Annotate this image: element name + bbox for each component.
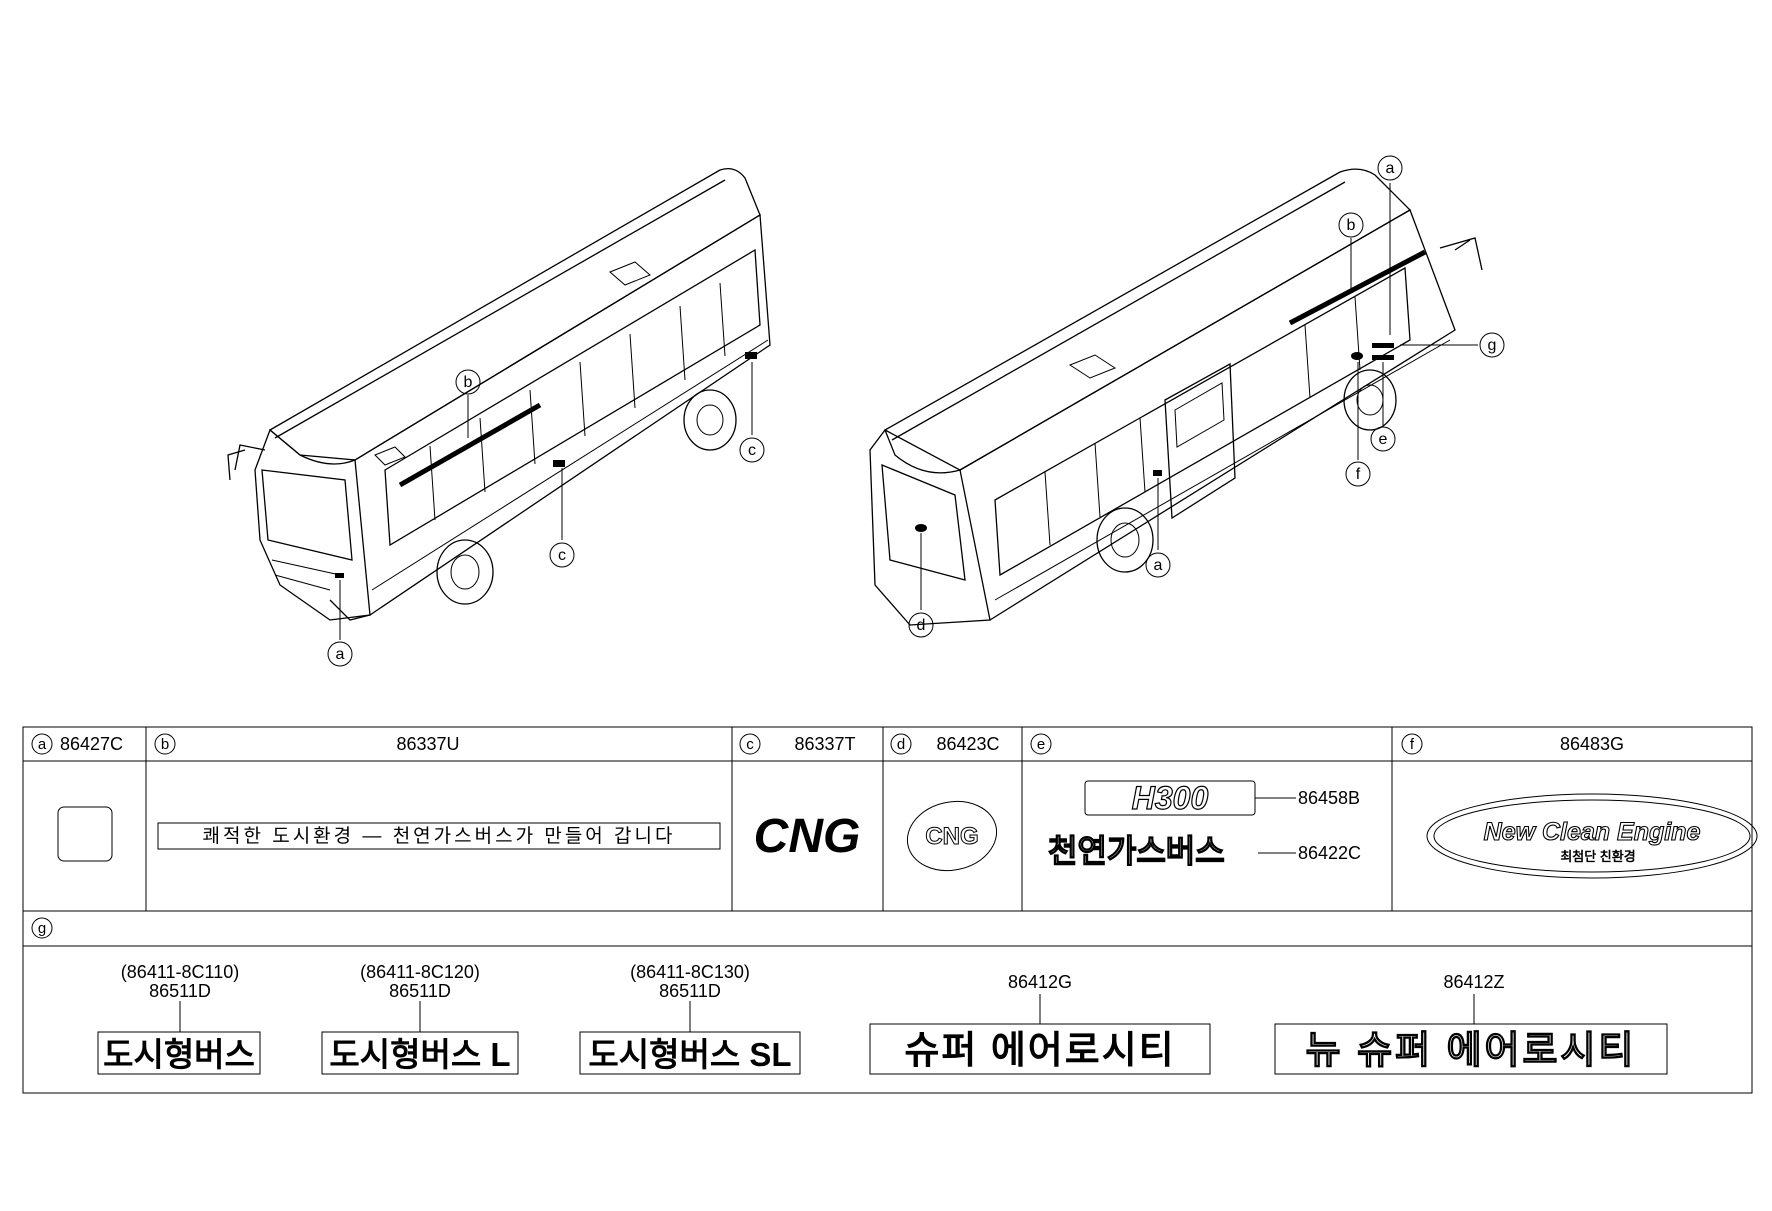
svg-text:a: a: [38, 736, 47, 753]
callout-g-rear: g: [1479, 332, 1505, 358]
svg-text:H300: H300: [1132, 780, 1209, 816]
svg-text:b: b: [464, 374, 473, 391]
svg-text:뉴 슈퍼 에어로시티: 뉴 슈퍼 에어로시티: [1306, 1030, 1637, 1072]
part-g-item-1: (86411-8C110) 86511D 도시형버스: [97, 962, 261, 1075]
svg-text:g: g: [1488, 337, 1497, 354]
svg-text:New Clean Engine: New Clean Engine: [1484, 818, 1701, 846]
callout-e-rear: e: [1370, 426, 1396, 452]
svg-text:최첨단 친환경: 최첨단 친환경: [1560, 849, 1635, 864]
svg-text:c: c: [558, 547, 566, 564]
part-g-item-4: 86412G 슈퍼 에어로시티: [869, 972, 1211, 1075]
svg-text:86427C: 86427C: [60, 734, 123, 754]
svg-text:d: d: [917, 617, 926, 634]
callout-b-front: b: [455, 369, 481, 395]
svg-text:86458B: 86458B: [1298, 788, 1360, 808]
svg-text:(86411-8C110): (86411-8C110): [121, 962, 239, 982]
svg-text:g: g: [38, 920, 46, 937]
part-d-cng-emblem: CNG: [906, 800, 998, 872]
svg-text:f: f: [1410, 736, 1415, 753]
front-bus-illustration: [227, 167, 771, 640]
svg-text:d: d: [897, 736, 905, 753]
part-g-item-2: (86411-8C120) 86511D 도시형버스 L: [321, 962, 519, 1075]
callout-d-rear: d: [908, 612, 934, 638]
svg-text:CNG: CNG: [925, 823, 978, 850]
svg-text:e: e: [1037, 736, 1045, 753]
svg-text:a: a: [1386, 160, 1395, 177]
svg-text:b: b: [161, 736, 169, 753]
svg-text:c: c: [748, 442, 756, 459]
callout-a-rear-top: a: [1377, 155, 1403, 181]
svg-text:쾌적한 도시환경 — 천연가스버스가 만들어 갑니다: 쾌적한 도시환경 — 천연가스버스가 만들어 갑니다: [203, 825, 676, 847]
svg-text:슈퍼 에어로시티: 슈퍼 에어로시티: [904, 1030, 1175, 1072]
svg-text:e: e: [1379, 431, 1388, 448]
svg-text:도시형버스 SL: 도시형버스 SL: [588, 1036, 791, 1073]
legend-header-a: a 86427C: [31, 733, 123, 755]
svg-text:(86411-8C130): (86411-8C130): [630, 962, 750, 982]
part-a-square-decal: [57, 806, 113, 862]
legend-header-f: f 86483G: [1401, 733, 1624, 755]
svg-text:86412Z: 86412Z: [1443, 972, 1504, 992]
legend-table: [22, 726, 1753, 1094]
svg-text:86511D: 86511D: [389, 981, 451, 1001]
part-e-h300-badge: H300 86458B: [1084, 779, 1360, 817]
legend-header-g: g: [31, 917, 53, 939]
svg-text:86511D: 86511D: [659, 981, 721, 1001]
svg-text:(86411-8C120): (86411-8C120): [360, 962, 480, 982]
part-c-cng-decal: CNG: [754, 810, 861, 863]
svg-text:천연가스버스: 천연가스버스: [1048, 833, 1225, 869]
callout-a-rear-side: a: [1145, 552, 1171, 578]
front-bus-callouts: b c c a: [327, 369, 765, 667]
callout-c-front-rear: c: [739, 437, 765, 463]
callout-f-rear: f: [1345, 461, 1371, 487]
svg-text:b: b: [1347, 217, 1356, 234]
callout-b-rear: b: [1338, 212, 1364, 238]
part-e-cng-bus-lettering: 천연가스버스 86422C: [1047, 832, 1361, 869]
legend-header-c: c 86337T: [739, 733, 856, 755]
callout-a-front: a: [327, 641, 353, 667]
rear-bus-illustration: [869, 168, 1483, 626]
svg-text:a: a: [336, 646, 345, 663]
svg-text:도시형버스: 도시형버스: [103, 1036, 255, 1073]
part-g-item-3: (86411-8C130) 86511D 도시형버스 SL: [579, 962, 801, 1075]
legend-header-e: e: [1030, 733, 1052, 755]
svg-text:a: a: [1154, 557, 1163, 574]
svg-text:86423C: 86423C: [936, 734, 999, 754]
svg-text:86337T: 86337T: [794, 734, 855, 754]
legend-header-d: d 86423C: [890, 733, 1000, 755]
svg-text:86422C: 86422C: [1298, 843, 1361, 863]
part-f-new-clean-engine-emblem: New Clean Engine 최첨단 친환경: [1426, 793, 1758, 879]
rear-bus-callouts: a b g e f a d: [908, 155, 1505, 638]
svg-text:86511D: 86511D: [149, 981, 211, 1001]
legend-header-b: b 86337U: [154, 733, 460, 755]
part-g-item-5: 86412Z 뉴 슈퍼 에어로시티: [1274, 972, 1668, 1075]
svg-text:f: f: [1356, 466, 1361, 483]
part-b-stripe-decal: 쾌적한 도시환경 — 천연가스버스가 만들어 갑니다: [157, 822, 721, 850]
svg-text:86412G: 86412G: [1008, 972, 1072, 992]
callout-c-front-mid: c: [549, 542, 575, 568]
svg-text:c: c: [746, 736, 754, 753]
svg-text:도시형버스 L: 도시형버스 L: [329, 1036, 510, 1073]
svg-text:86483G: 86483G: [1560, 734, 1624, 754]
svg-text:86337U: 86337U: [396, 734, 459, 754]
